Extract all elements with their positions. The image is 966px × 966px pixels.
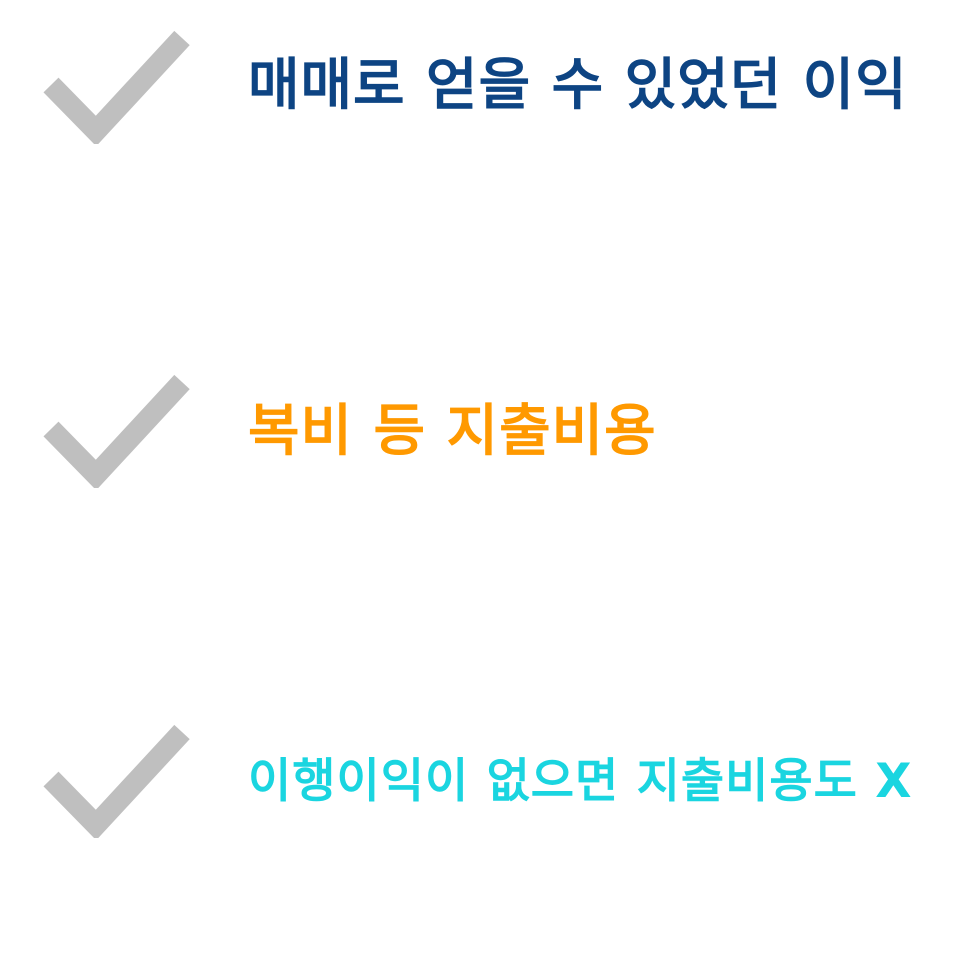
checkmark-icon [43,374,190,488]
item-label: 복비 등 지출비용 [248,399,657,464]
checkmark-icon [43,724,190,838]
item-label: 이행이익이 없으면 지출비용도 X [248,754,913,809]
item-label: 매매로 얻을 수 있었던 이익 [248,53,908,118]
checkmark-icon [43,30,190,144]
